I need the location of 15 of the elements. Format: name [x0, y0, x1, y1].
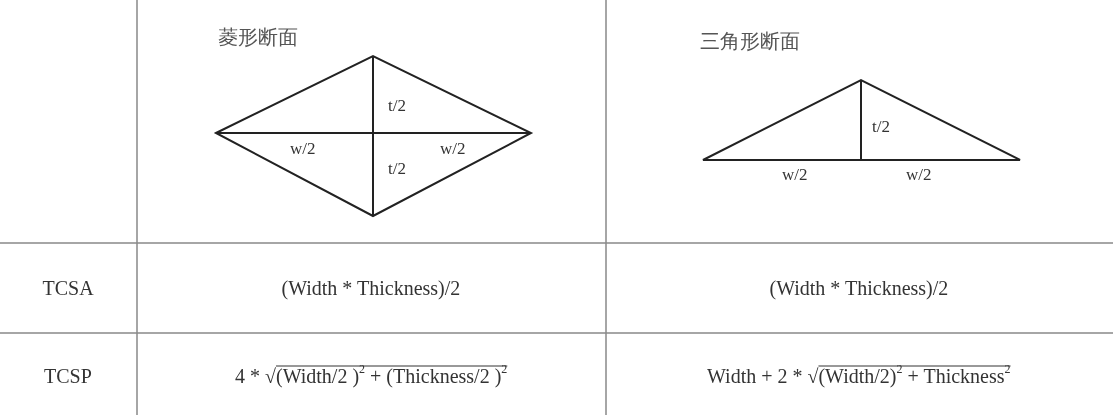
- dimension-label: w/2: [290, 140, 316, 159]
- row-header: TCSA: [42, 277, 94, 299]
- dimension-label: t/2: [872, 118, 890, 137]
- row-header: TCSP: [44, 365, 92, 387]
- section-title: 三角形断面: [700, 30, 800, 52]
- dimension-label: t/2: [388, 160, 406, 179]
- dimension-label: t/2: [388, 97, 406, 116]
- dimension-label: w/2: [906, 166, 932, 185]
- formula: (Width * Thickness)/2: [281, 277, 461, 299]
- formula: Width + 2 * √(Width/2)$^{2}$ + Thickness$^{2}$: [707, 365, 1011, 387]
- dimension-label: w/2: [782, 166, 808, 185]
- formula: (Width * Thickness)/2: [769, 277, 949, 299]
- formula: 4 * √(Width/2 )$^{2}$ + (Thickness/2 )$^{2}$: [235, 365, 508, 387]
- section-title: 菱形断面: [218, 26, 298, 48]
- dimension-label: w/2: [440, 140, 466, 159]
